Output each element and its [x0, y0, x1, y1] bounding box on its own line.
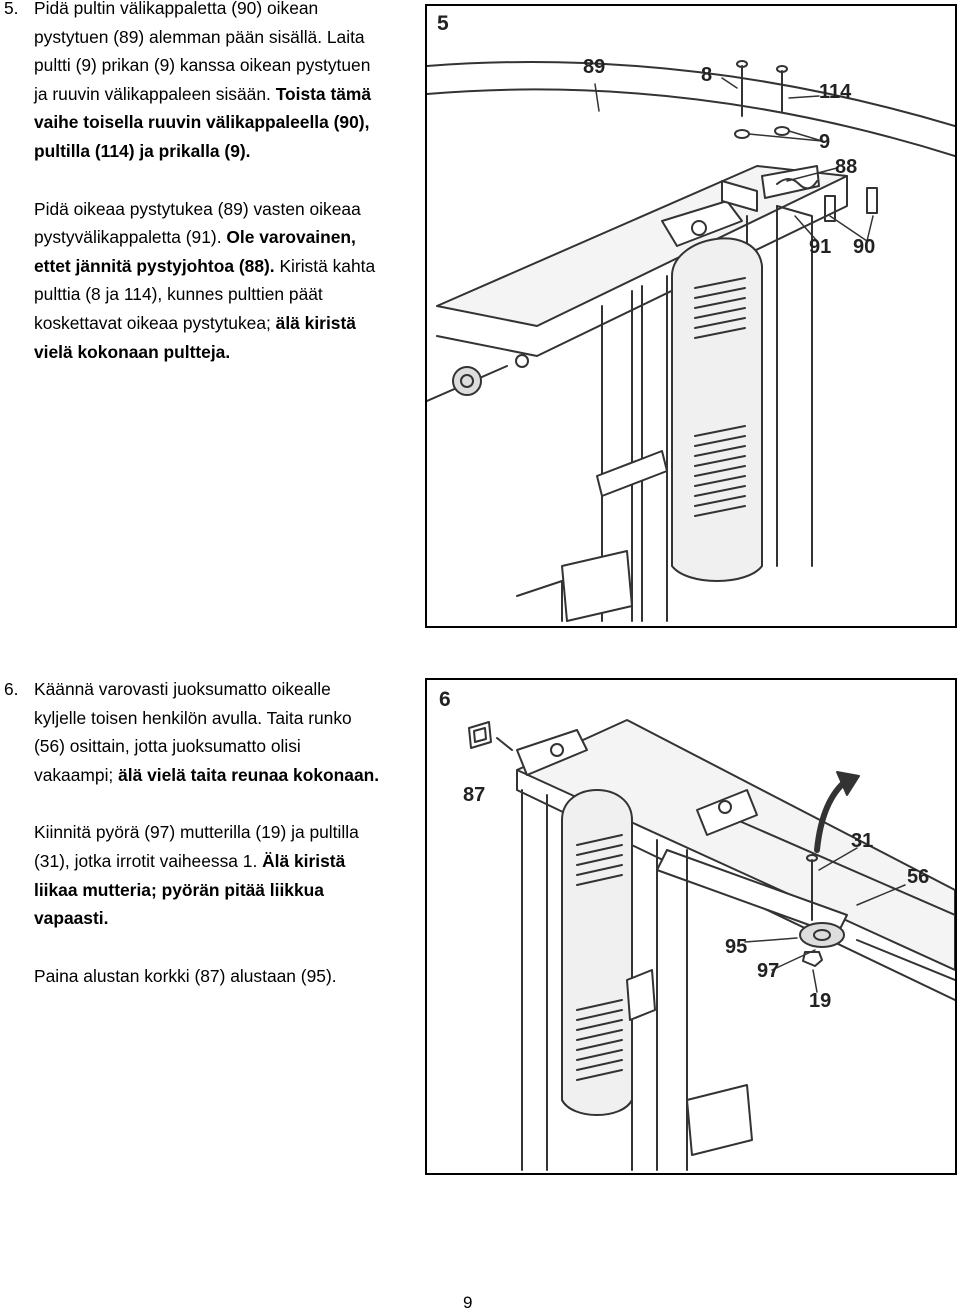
text-line: Paina alustan korkki (87) alustaan (95).	[34, 965, 337, 986]
bold-text: vielä kokonaan pultteja.	[34, 341, 231, 362]
text-line: (56) osittain, jotta juoksumatto olisi	[34, 736, 301, 757]
page-number: 9	[463, 1293, 473, 1312]
text-line: ja ruuvin välikappaleen sisään.	[34, 83, 276, 104]
step-number: 5.	[4, 0, 19, 18]
bold-text: älä vielä taita reunaa kokonaan.	[118, 764, 380, 785]
callout-114: 114	[819, 81, 852, 103]
text-line: kyljelle toisen henkilön avulla. Taita r…	[34, 707, 352, 728]
figure-6-illustration: 6 87 31 56 95 97 19	[425, 678, 957, 1175]
step-6-instructions: 6.Käännä varovasti juoksumatto oikealle …	[4, 675, 399, 1019]
bold-text: vapaasti.	[34, 908, 109, 929]
bold-text: liikaa mutteria; pyörän pitää liikkua	[34, 879, 324, 900]
callout-87: 87	[463, 784, 486, 806]
text-line: pystytuen (89) alemman pään sisällä. Lai…	[34, 26, 365, 47]
callout-97: 97	[757, 960, 780, 982]
step-5-paragraph-1: 5. Pidä pultin välikappaletta (90) oikean…	[4, 0, 394, 166]
callout-56: 56	[907, 866, 930, 888]
bold-text: Ole varovainen,	[226, 227, 356, 248]
step-6-paragraph-3: Paina alustan korkki (87) alustaan (95).	[4, 962, 399, 991]
text-line: vakaampi;	[34, 764, 119, 785]
text-line: koskettavat oikeaa pystytukea;	[34, 312, 276, 333]
callout-8: 8	[701, 64, 713, 86]
text-line: pultti (9) prikan (9) kanssa oikean pyst…	[34, 55, 371, 76]
figure-6-drawing	[468, 719, 955, 1171]
figure-5-illustration: 5 89 8 114 9 88 91 90	[425, 4, 957, 628]
text-line: Kiinnitä pyörä (97) mutterilla (19) ja p…	[34, 822, 359, 843]
figure-number: 6	[439, 688, 451, 711]
text-line: Pidä pultin välikappaletta (90) oikean	[34, 0, 319, 18]
step-6-paragraph-2: Kiinnitä pyörä (97) mutterilla (19) ja p…	[4, 818, 399, 932]
bold-text: Älä kiristä	[262, 850, 346, 871]
text-line: Käännä varovasti juoksumatto oikealle	[34, 679, 331, 699]
text-line: (31), jotka irrotit vaiheessa 1.	[34, 850, 263, 871]
callout-91: 91	[809, 236, 832, 258]
text-line: Kiristä kahta	[274, 255, 376, 276]
text-line: pystyvälikappaletta (91).	[34, 227, 227, 248]
step-5-paragraph-2: Pidä oikeaa pystytukea (89) vasten oikea…	[4, 195, 394, 367]
callout-90: 90	[853, 236, 876, 258]
step-5-instructions: 5. Pidä pultin välikappaletta (90) oikean…	[4, 0, 394, 395]
text-line: Pidä oikeaa pystytukea (89) vasten oikea…	[34, 198, 361, 219]
bold-text: vaihe toisella ruuvin välikappaleella (9…	[34, 112, 370, 133]
step-number: 6.	[4, 679, 19, 699]
callout-19: 19	[809, 990, 832, 1012]
step-6-paragraph-1: 6.Käännä varovasti juoksumatto oikealle …	[4, 675, 399, 789]
callout-31: 31	[851, 830, 874, 852]
bold-text: Toista tämä	[275, 83, 372, 104]
callout-89: 89	[583, 56, 606, 78]
bold-text: pultilla (114) ja prikalla (9).	[34, 140, 251, 161]
callout-95: 95	[725, 936, 748, 958]
callout-88: 88	[835, 156, 858, 178]
figure-number: 5	[437, 12, 449, 35]
bold-text: ettet jännitä pystyjohtoa (88).	[34, 255, 275, 276]
text-line: pulttia (8 ja 114), kunnes pulttien päät	[34, 284, 323, 305]
callout-9: 9	[819, 131, 831, 153]
bold-text: älä kiristä	[275, 312, 356, 333]
figure-5-drawing	[427, 60, 955, 622]
